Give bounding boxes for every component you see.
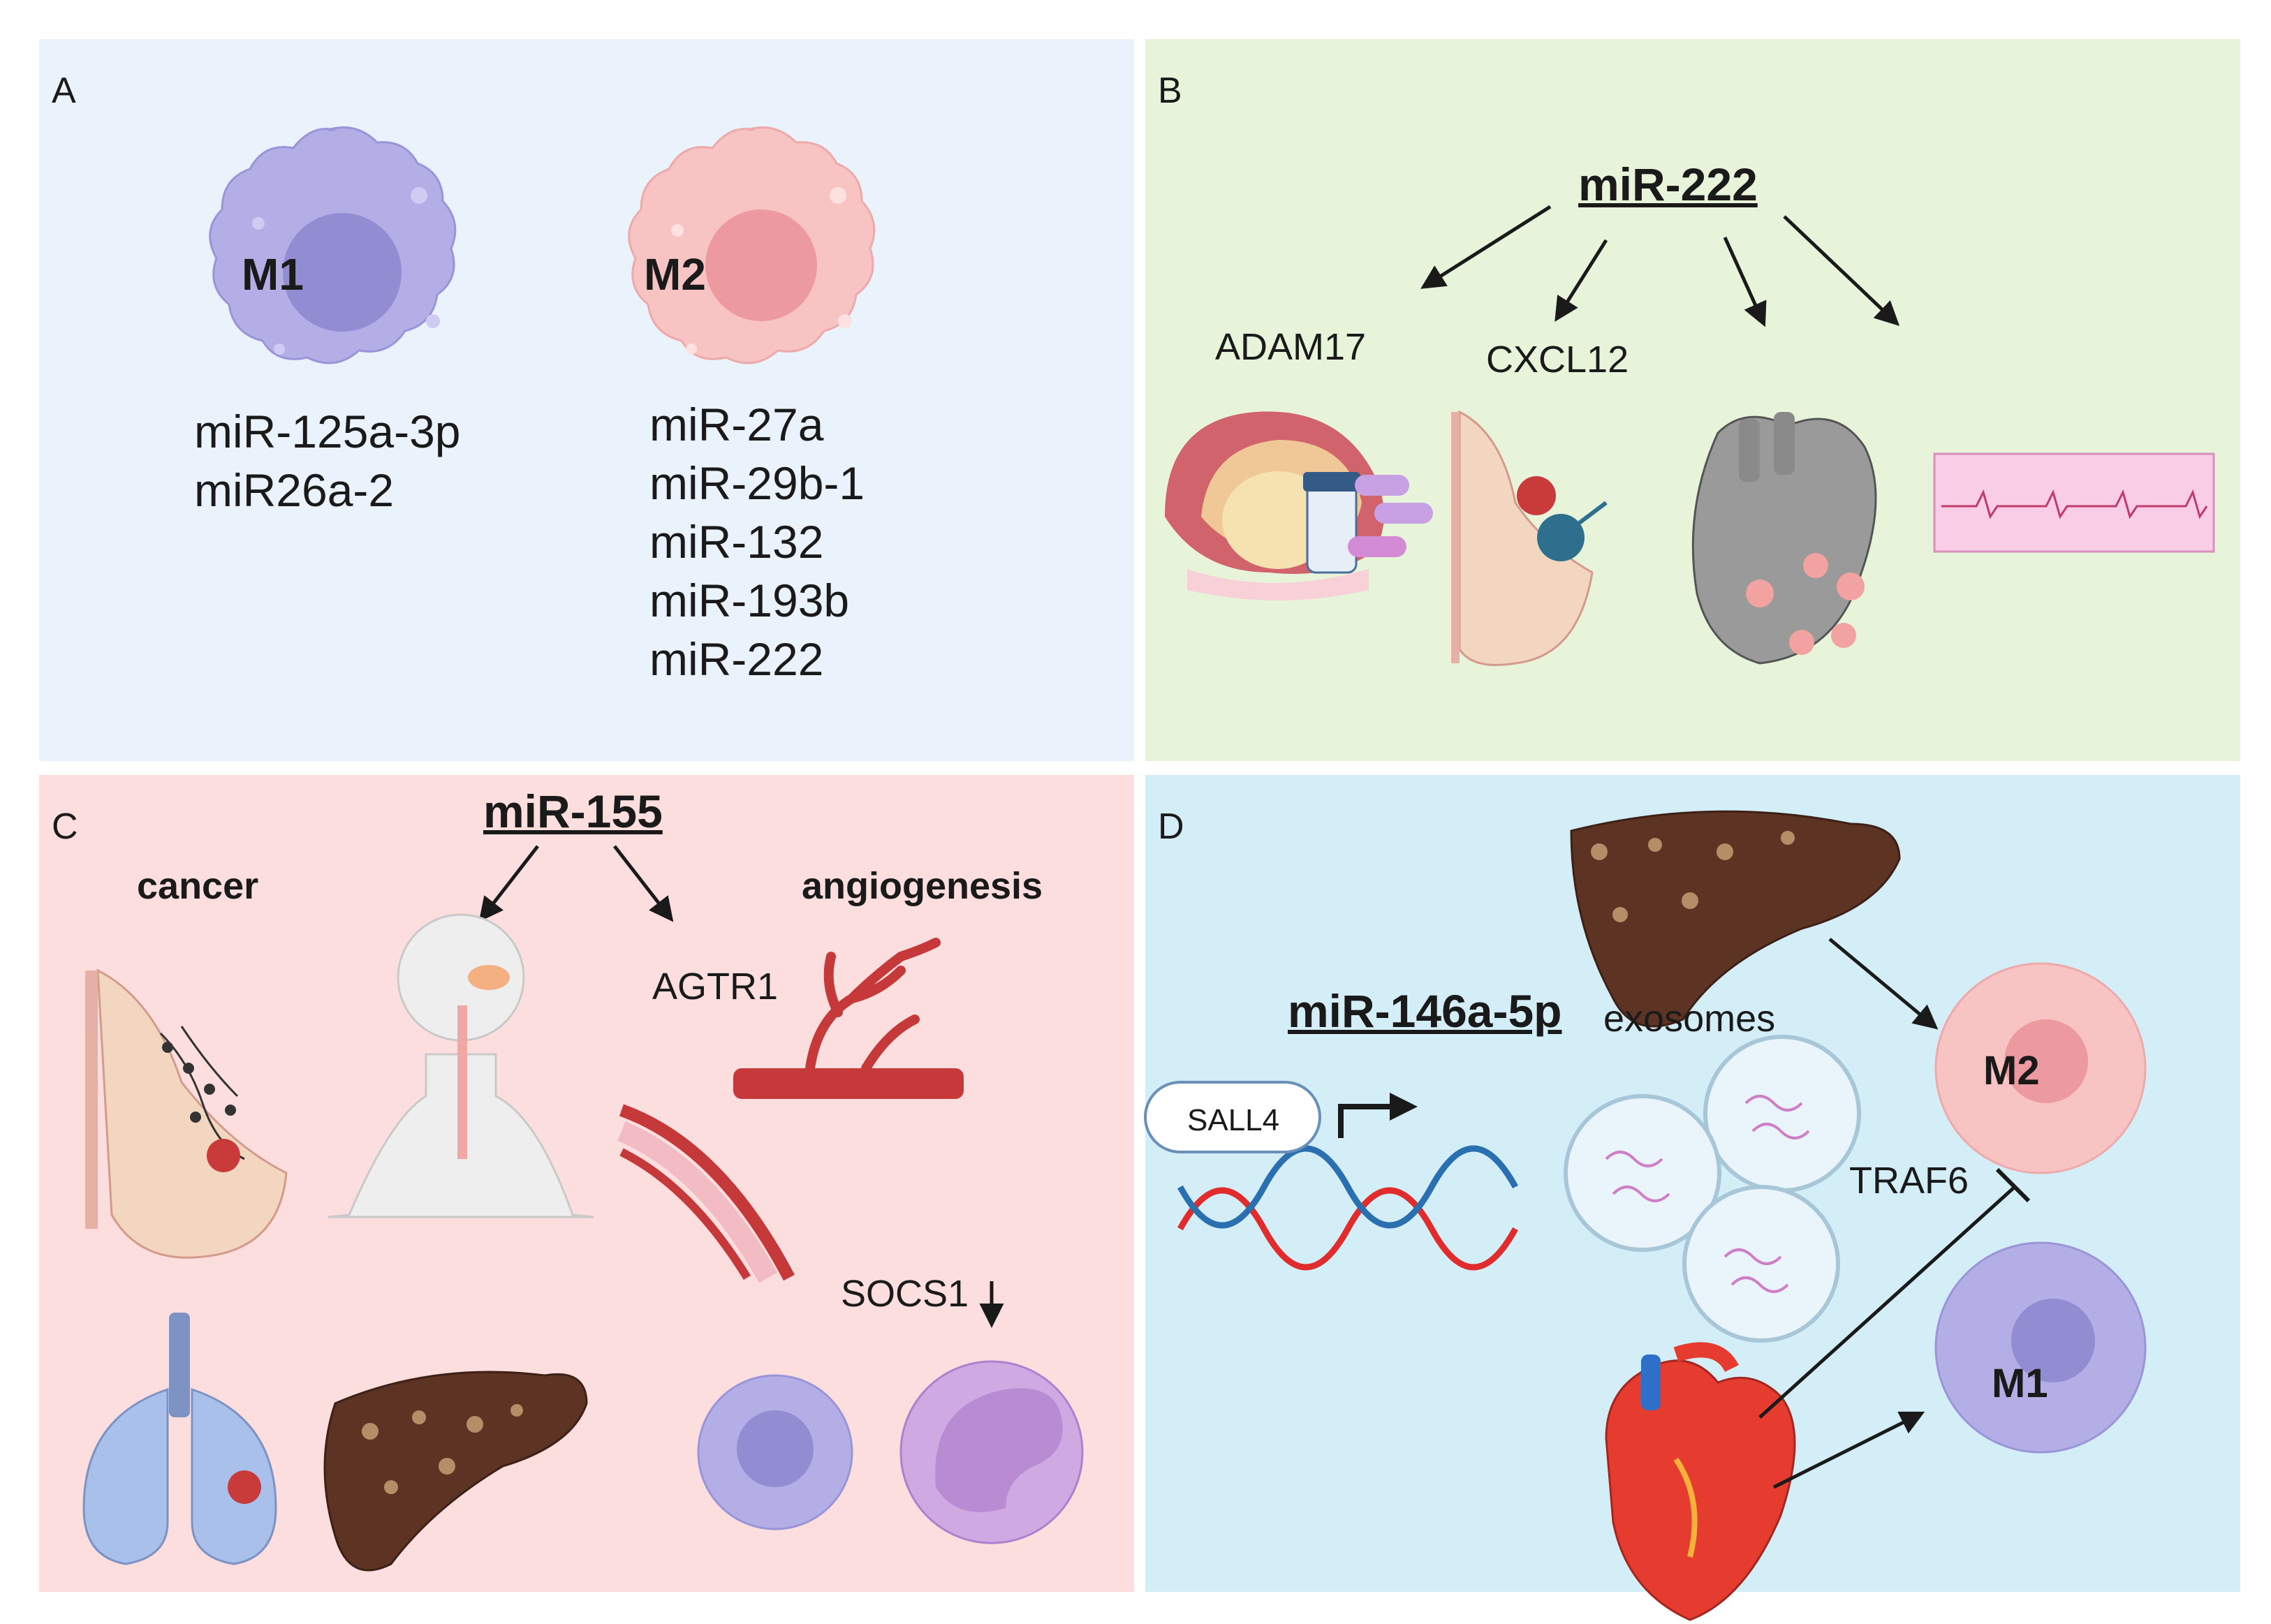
inhibition-heart-to-m2 xyxy=(1758,1186,2016,1419)
angiogenesis-heading: angiogenesis xyxy=(802,865,1043,907)
cancer-heading: cancer xyxy=(137,865,259,907)
panel-b-background xyxy=(1145,39,2240,761)
panel-b: B miR-222 ADAM17 CXCL12 xyxy=(1145,39,2240,761)
arrow-to-adam17 xyxy=(1420,205,1552,289)
m1-mir-item: miR26a-2 xyxy=(194,464,395,516)
m2-mir-item: miR-27a xyxy=(649,399,824,450)
arrow-to-heart xyxy=(1723,236,1767,327)
breast-tumor-icon xyxy=(1451,410,1608,666)
m2-mir-item: miR-222 xyxy=(649,633,824,685)
arrow-to-cancer xyxy=(478,845,539,922)
traf6-label: TRAF6 xyxy=(1849,1160,1969,1202)
breast-tumor-icon xyxy=(85,968,288,1259)
panel-c-label: C xyxy=(52,806,78,847)
arrow-heart-to-m1 xyxy=(1772,1411,1925,1489)
monocyte-icon xyxy=(899,1360,1084,1544)
exosomes-label: exosomes xyxy=(1603,998,1776,1040)
m2-mir-item: miR-193b xyxy=(649,575,850,626)
panel-a: A M1 M2 miR-125a-3p miR26a-2 miR-27a miR… xyxy=(39,39,1134,761)
macrophage-icon xyxy=(697,1374,853,1530)
arrow-to-cxcl12 xyxy=(1555,239,1608,322)
socs1-label: SOCS1 xyxy=(841,1273,969,1315)
inhibition-bar xyxy=(1995,1167,2031,1203)
arrow-to-angiogenesis xyxy=(613,845,674,922)
liver-icon xyxy=(1570,810,1901,1028)
heart-icon xyxy=(1605,1342,1796,1621)
exosome-icon xyxy=(1564,1035,1861,1343)
m2-label: M2 xyxy=(644,249,706,300)
panel-c: C miR-155 cancer angiogenesis AGTR1 SOCS… xyxy=(39,775,1134,1592)
m1-label: M1 xyxy=(1992,1361,2048,1406)
pill-bottle-icon xyxy=(1303,472,1433,574)
liver-icon xyxy=(323,1371,588,1572)
m2-mir-list: miR-27a miR-29b-1 miR-132 miR-193b miR-2… xyxy=(649,395,865,688)
lung-icon xyxy=(82,1313,277,1565)
m1-mir-list: miR-125a-3p miR26a-2 xyxy=(194,402,461,519)
sall4-label: SALL4 xyxy=(1187,1103,1280,1137)
m2-mir-item: miR-29b-1 xyxy=(649,457,865,509)
blood-vessel-icon xyxy=(617,938,964,1283)
m2-label: M2 xyxy=(1983,1048,2040,1093)
panel-a-label: A xyxy=(52,71,76,111)
panel-b-label: B xyxy=(1158,71,1182,111)
m2-mir-item: miR-132 xyxy=(649,516,824,568)
m1-label: M1 xyxy=(242,249,304,300)
human-body-icon xyxy=(328,913,594,1218)
m1-mir-item: miR-125a-3p xyxy=(194,406,461,457)
m1-cell-icon xyxy=(1934,1241,2147,1454)
arrow-liver-to-m2 xyxy=(1828,938,1939,1030)
arrow-to-ecg xyxy=(1783,215,1900,326)
panel-a-background xyxy=(39,39,1134,761)
adam17-label: ADAM17 xyxy=(1215,326,1367,368)
m2-cell-icon xyxy=(628,126,876,364)
m1-cell-icon xyxy=(209,126,457,364)
dna-icon xyxy=(1177,1093,1518,1271)
sall4-label-box xyxy=(1144,1081,1321,1153)
heart-icon xyxy=(1691,412,1877,665)
m2-cell-icon xyxy=(1934,962,2147,1174)
cxcl12-label: CXCL12 xyxy=(1486,339,1629,381)
mir-155-title: miR-155 xyxy=(483,785,663,837)
mir-146a-5p-title: miR-146a-5p xyxy=(1288,985,1562,1037)
mir-222-title: miR-222 xyxy=(1578,158,1758,210)
agtr1-label: AGTR1 xyxy=(652,966,779,1007)
panel-d-label: D xyxy=(1158,806,1184,847)
ecg-strip-icon xyxy=(1933,452,2215,553)
panel-d: D miR-146a-5p exosomes SALL4 TRAF6 M2 M1 xyxy=(1145,775,2240,1592)
